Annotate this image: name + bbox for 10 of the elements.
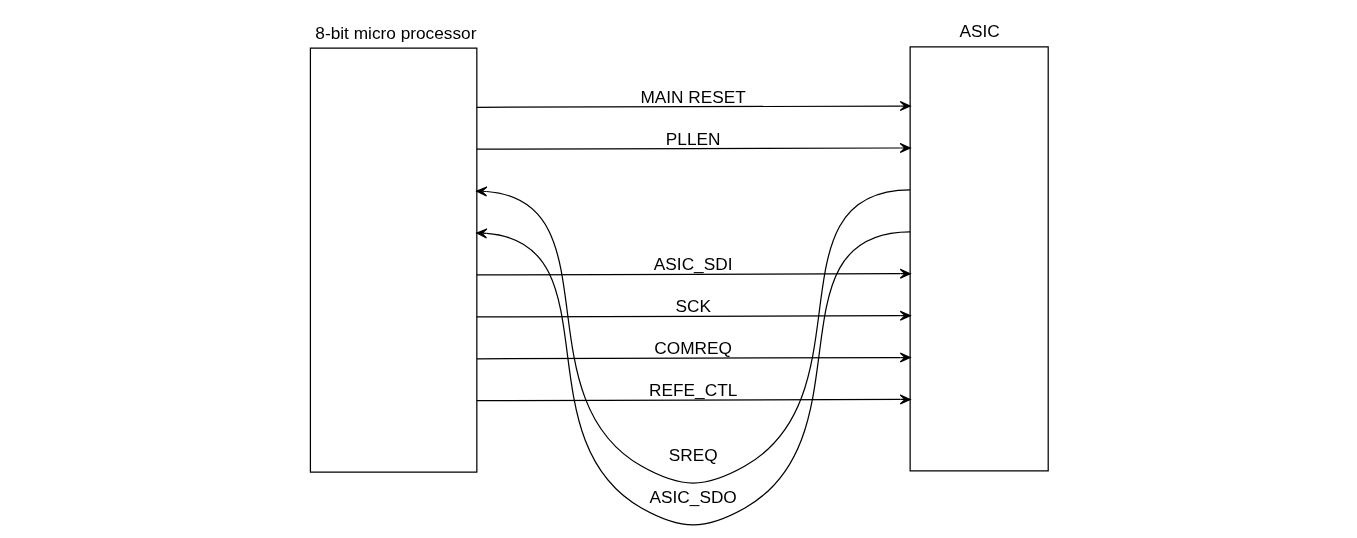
edge-label: SREQ	[668, 445, 718, 466]
node-label: ASIC	[958, 21, 1000, 42]
edge-label: SCK	[674, 296, 711, 317]
edge-label: REFE_CTL	[648, 380, 737, 401]
edge-label: ASIC_SDO	[649, 487, 737, 508]
node-label: 8-bit micro processor	[314, 22, 476, 43]
edge-label: COMREQ	[653, 338, 732, 359]
edge-label: ASIC_SDI	[653, 254, 732, 275]
edge-label: PLLEN	[665, 128, 720, 149]
edge-label: MAIN RESET	[639, 86, 746, 107]
